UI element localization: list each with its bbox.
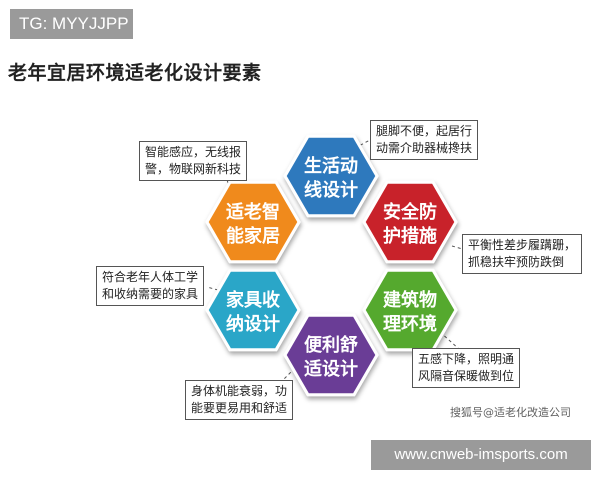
note-top-right: 腿脚不便，起居行 动需介助器械搀扶 [370,120,479,160]
hexagon-shape [205,180,301,264]
hexagon-label: 线设计 [304,179,358,201]
note-line: 腿脚不便，起居行 [376,124,473,138]
note-left-lower: 符合老年人体工学 和收纳需要的家具 [96,266,205,306]
connector-left-lower [206,286,219,291]
note-line: 和收纳需要的家具 [102,287,199,301]
note-line: 抓稳扶牢预防跌倒 [468,255,565,269]
hexagon-shape [283,313,379,397]
note-line: 动需介助器械搀扶 [376,141,473,155]
hexagon-label: 能家居 [226,225,280,247]
hexagon-label: 纳设计 [226,313,280,335]
footer-url-banner: www.cnweb-imsports.com [371,440,591,470]
hexagon-label: 适设计 [304,358,358,380]
connector-right-lower [439,331,461,351]
hexagon-label: 适老智 [226,201,280,223]
note-line: 平衡性差步履蹒跚， [468,238,577,252]
hexagon-label: 护措施 [383,225,437,247]
page-title: 老年宜居环境适老化设计要素 [8,62,262,84]
note-line: 身体机能衰弱，功 [191,384,288,398]
hexagon-shape [283,134,379,218]
watermark-tag: TG: MYYJJPP [10,9,133,39]
note-right-upper: 平衡性差步履蹒跚， 抓稳扶牢预防跌倒 [462,234,583,274]
note-line: 警，物联网新科技 [145,162,242,176]
hexagon-shape [362,180,458,264]
note-line: 符合老年人体工学 [102,270,199,284]
source-watermark: 搜狐号@适老化改造公司 [450,406,571,419]
hexagon-shape [205,268,301,352]
note-line: 风隔音保暖做到位 [418,369,515,383]
note-line: 智能感应，无线报 [145,145,242,159]
note-line: 五感下降，照明通 [418,352,515,366]
note-right-lower: 五感下降，照明通 风隔音保暖做到位 [412,348,521,388]
hexagon-label: 理环境 [383,313,437,335]
note-top-left: 智能感应，无线报 警，物联网新科技 [139,141,248,181]
hexagon-label: 便利舒 [304,334,358,356]
hexagon-label: 家具收 [226,289,280,311]
note-line: 能要更易用和舒适 [191,401,288,415]
note-bottom-left: 身体机能衰弱，功 能要更易用和舒适 [185,380,294,420]
hexagon-label: 建筑物 [383,289,437,311]
hexagon-label: 生活动 [304,155,358,177]
hexagon-label: 安全防 [383,201,437,223]
